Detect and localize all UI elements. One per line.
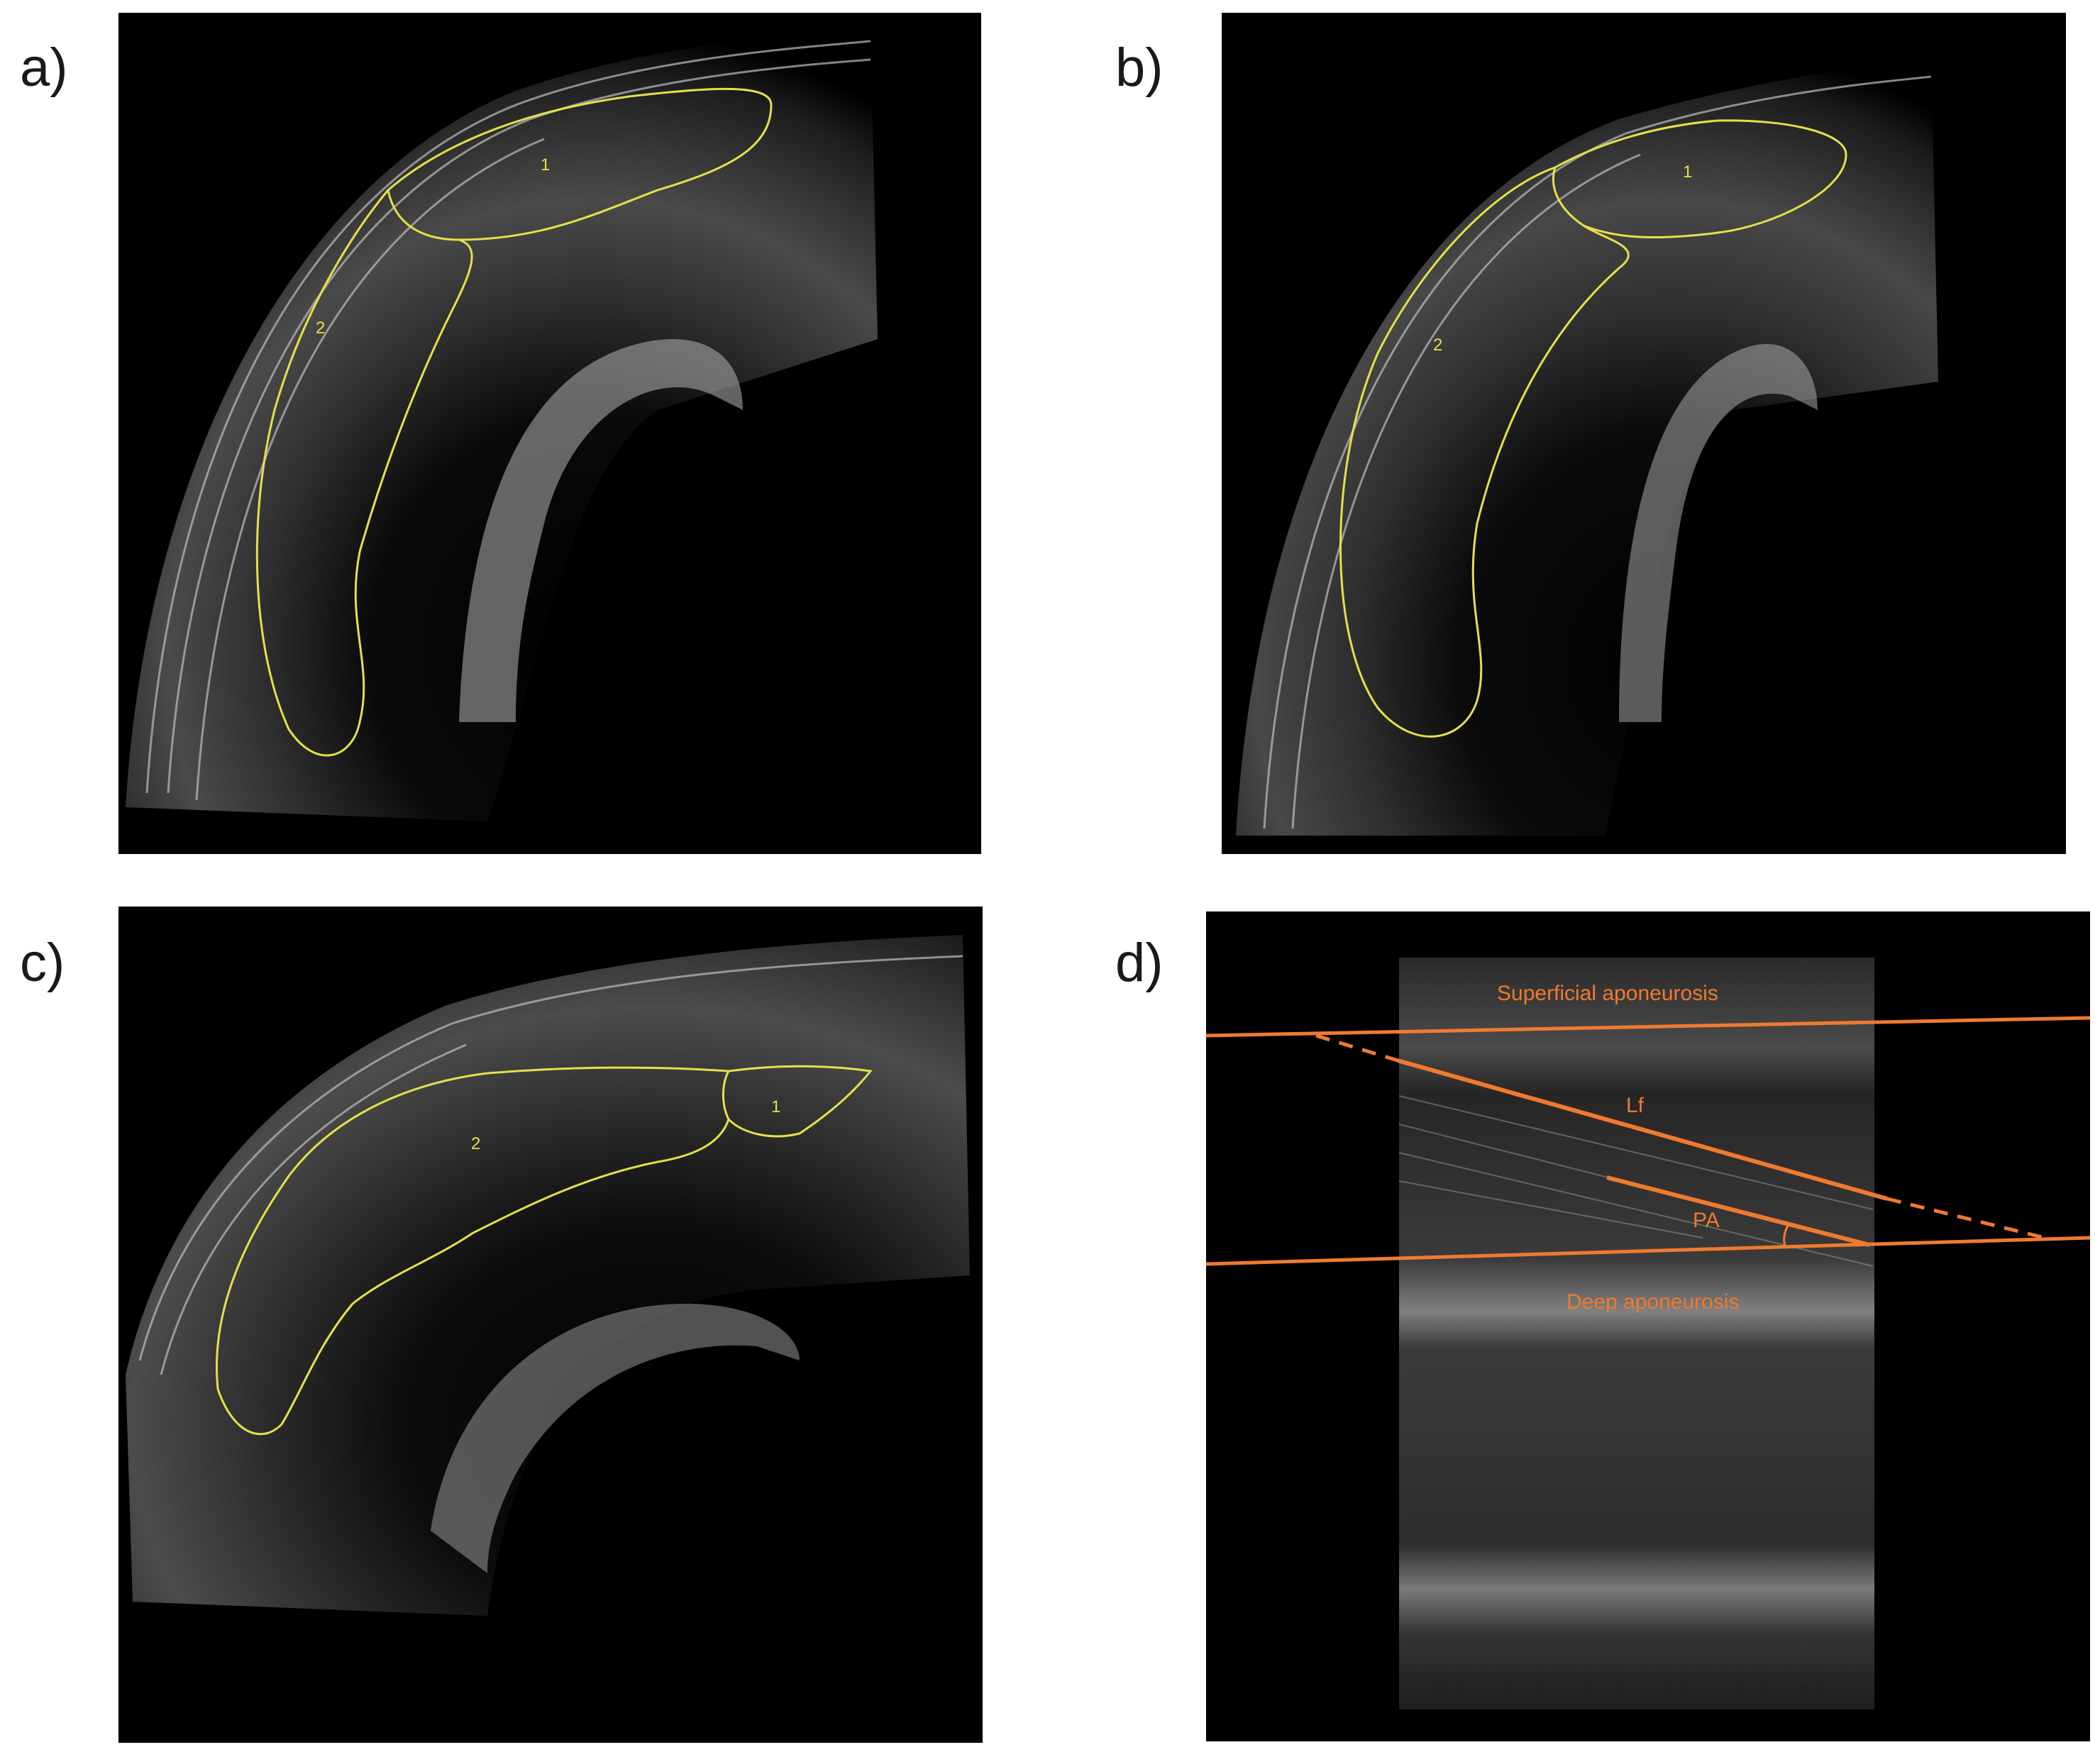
- ultrasound-image-c: 2 1: [118, 907, 983, 1743]
- roi-number-1: 1: [541, 155, 550, 174]
- ultrasound-texture: [126, 27, 878, 821]
- roi-outline-2: [215, 1066, 730, 1436]
- humeral-head-echo: [459, 339, 743, 722]
- panel-a-label: a): [20, 38, 68, 98]
- ultrasound-texture: [1236, 55, 1938, 836]
- roi-number-2: 2: [471, 1134, 480, 1153]
- ultrasound-texture: [126, 935, 970, 1616]
- roi-outline-2: [1339, 166, 1630, 738]
- panel-c-label: c): [20, 933, 65, 993]
- deep-aponeurosis-line: [1206, 1236, 2090, 1266]
- superficial-aponeurosis-line: [1206, 1016, 2090, 1038]
- roi-number-2: 2: [316, 318, 325, 338]
- humeral-head-echo: [431, 1304, 800, 1573]
- panel-b-label: b): [1115, 38, 1164, 98]
- panel-d-label: d): [1115, 933, 1164, 993]
- roi-outline-1: [722, 1065, 873, 1138]
- fascicle-length-label: Lf: [1626, 1094, 1645, 1117]
- pennation-angle-label: PA: [1693, 1209, 1720, 1232]
- superficial-aponeurosis-label: Superficial aponeurosis: [1497, 982, 1718, 1005]
- ultrasound-texture: [1399, 958, 1874, 1709]
- ultrasound-image-a: 1 2: [118, 13, 981, 854]
- ultrasound-image-d: Superficial aponeurosis Lf PA Deep apone…: [1206, 911, 2090, 1741]
- fascicle-length-line: [1397, 1058, 1888, 1201]
- humeral-head-echo: [1619, 344, 1818, 722]
- roi-number-2: 2: [1433, 336, 1442, 355]
- roi-outline-2: [255, 189, 473, 757]
- roi-number-1: 1: [1683, 162, 1692, 182]
- roi-number-1: 1: [771, 1097, 780, 1116]
- ultrasound-image-b: 1 2: [1222, 13, 2066, 854]
- deep-aponeurosis-label: Deep aponeurosis: [1566, 1290, 1740, 1314]
- fascicle-line: [1606, 1175, 1870, 1247]
- fascicle-extrapolation-line: [1886, 1197, 2051, 1241]
- fascicle-extrapolation-line: [1315, 1033, 1398, 1063]
- pennation-angle-arc: [1783, 1225, 1789, 1247]
